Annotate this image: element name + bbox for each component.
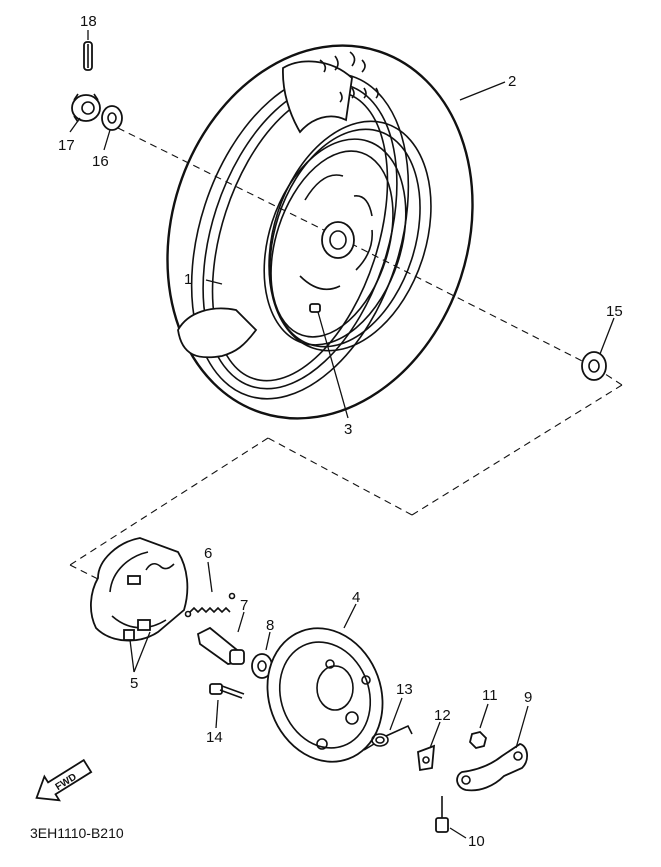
forward-arrow-icon: FWD — [35, 758, 93, 802]
collar-15 — [581, 351, 607, 381]
callout-3: 3 — [344, 421, 352, 438]
assembly-center-line — [69, 127, 623, 581]
wheel-hub — [321, 221, 355, 259]
callout-7: 7 — [240, 597, 248, 614]
callout-12: 12 — [434, 707, 451, 724]
washer-16 — [101, 105, 123, 131]
indicator-plate-12 — [417, 744, 436, 772]
callout-13: 13 — [396, 681, 413, 698]
callout-6: 6 — [204, 545, 212, 562]
callout-16: 16 — [92, 153, 109, 170]
callout-8: 8 — [266, 617, 274, 634]
nut-11 — [469, 731, 487, 749]
diagram-code: 3EH1110-B210 — [30, 825, 124, 841]
callout-18: 18 — [80, 13, 97, 30]
bolt-14 — [209, 683, 245, 699]
callout-9: 9 — [524, 689, 532, 706]
leader-lines — [69, 30, 615, 839]
brake-shoe-plate — [266, 627, 384, 763]
callout-5: 5 — [130, 675, 138, 692]
cotter-pin — [83, 41, 93, 71]
valve-stem — [309, 303, 321, 313]
tire — [166, 44, 474, 420]
callout-11: 11 — [482, 687, 498, 704]
callout-1: 1 — [184, 271, 192, 288]
torsion-spring-13 — [363, 724, 413, 751]
axle-nut — [71, 93, 101, 123]
brake-spring — [184, 592, 236, 618]
callout-4: 4 — [352, 589, 360, 606]
bolt-10 — [435, 796, 449, 833]
brake-shoe-set — [90, 537, 189, 642]
callout-15: 15 — [606, 303, 623, 320]
wheel-rim — [263, 120, 432, 352]
brake-camshaft — [196, 626, 245, 665]
callout-2: 2 — [508, 73, 516, 90]
callout-17: 17 — [58, 137, 75, 154]
callout-14: 14 — [206, 729, 223, 746]
callout-labels: 1 2 3 4 5 6 7 8 9 10 11 12 13 14 15 16 1… — [58, 13, 623, 850]
brake-arm-9 — [456, 743, 528, 792]
callout-10: 10 — [468, 833, 485, 850]
